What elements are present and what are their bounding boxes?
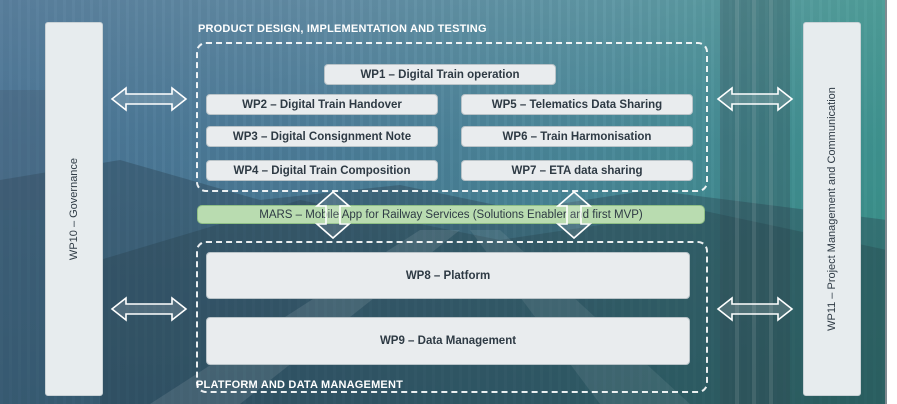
left-top-double-arrow xyxy=(110,86,188,112)
left-bottom-double-arrow xyxy=(110,296,188,322)
vertical-double-arrow-left xyxy=(315,190,351,240)
wp5-box: WP5 – Telematics Data Sharing xyxy=(461,94,693,115)
wp9-box: WP9 – Data Management xyxy=(206,317,690,365)
wp3-box: WP3 – Digital Consignment Note xyxy=(206,126,438,147)
vertical-double-arrow-right xyxy=(556,190,592,240)
governance-bar: WP10 – Governance xyxy=(45,22,103,396)
product-design-container xyxy=(196,42,708,192)
wp7-box: WP7 – ETA data sharing xyxy=(461,160,693,181)
right-top-double-arrow xyxy=(716,86,794,112)
product-design-section-title: PRODUCT DESIGN, IMPLEMENTATION AND TESTI… xyxy=(198,23,487,35)
mars-bar: MARS – Mobile App for Railway Services (… xyxy=(197,205,705,224)
wp4-box: WP4 – Digital Train Composition xyxy=(206,160,438,181)
project-management-label: WP11 – Project Management and Communicat… xyxy=(826,87,838,331)
wp1-box: WP1 – Digital Train operation xyxy=(324,64,556,85)
project-management-bar: WP11 – Project Management and Communicat… xyxy=(803,22,861,396)
wp6-box: WP6 – Train Harmonisation xyxy=(461,126,693,147)
platform-container xyxy=(196,241,708,393)
governance-label: WP10 – Governance xyxy=(68,157,80,261)
platform-section-title: PLATFORM AND DATA MANAGEMENT xyxy=(196,379,404,391)
wp8-box: WP8 – Platform xyxy=(206,252,690,299)
wp2-box: WP2 – Digital Train Handover xyxy=(206,94,438,115)
right-bottom-double-arrow xyxy=(716,296,794,322)
